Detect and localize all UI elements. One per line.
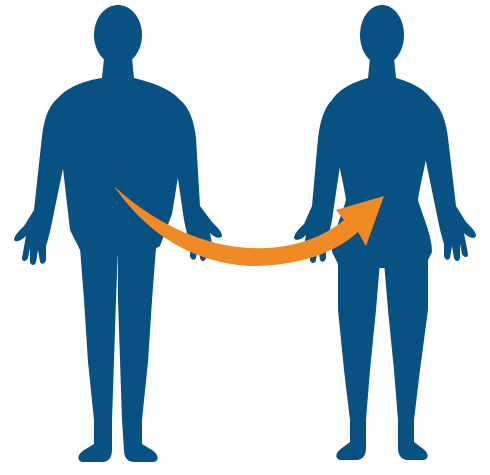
female-silhouette	[294, 5, 476, 460]
male-silhouette	[14, 5, 222, 462]
